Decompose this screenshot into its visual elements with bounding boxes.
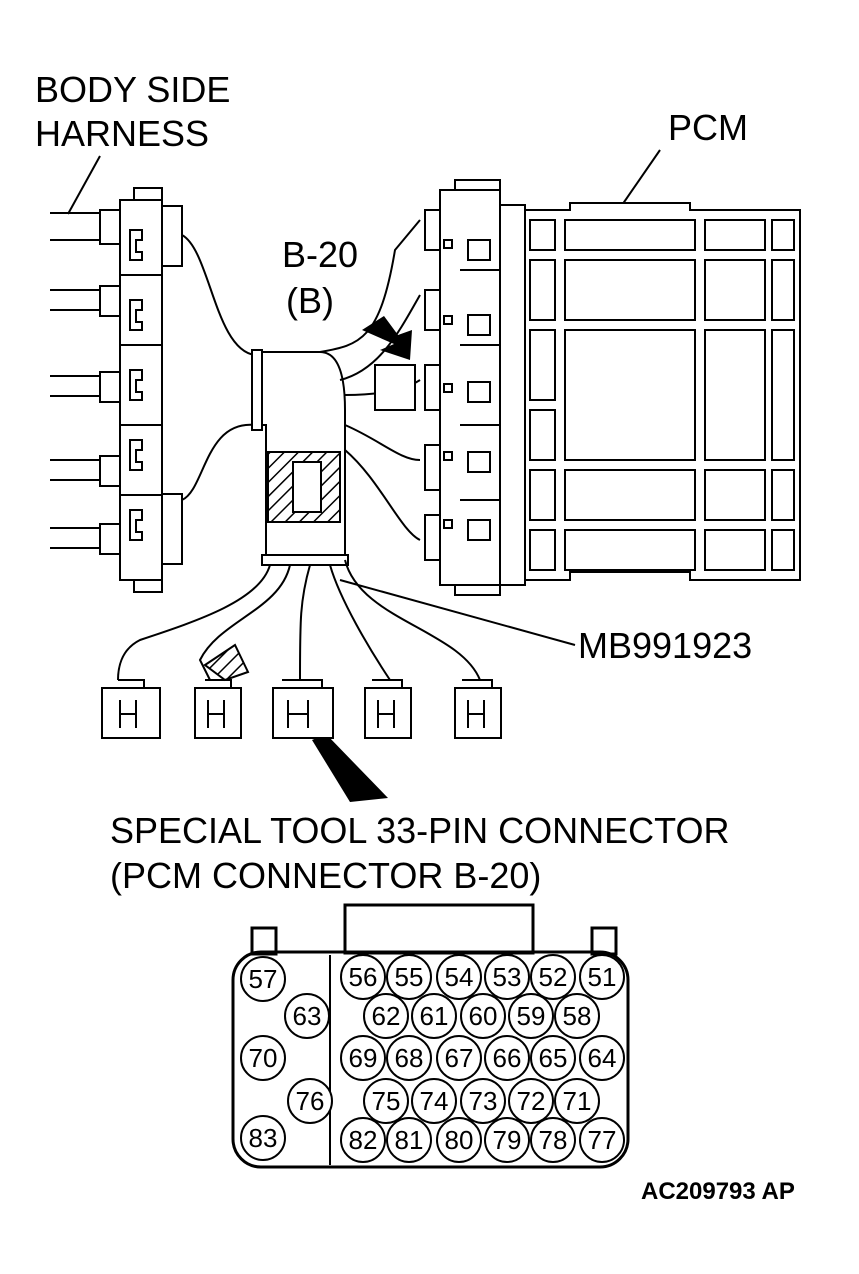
pin-81-label: 81 xyxy=(395,1125,424,1155)
pin-71-circle xyxy=(554,1078,600,1124)
tool-harness xyxy=(117,219,481,682)
pin-53-circle xyxy=(484,954,530,1000)
figure-code: AC209793 AP xyxy=(641,1178,795,1205)
pin-82-label: 82 xyxy=(349,1125,378,1155)
pin-69-label: 69 xyxy=(349,1043,378,1073)
pin-55-label: 55 xyxy=(395,962,424,992)
body-side-harness-label-line1: BODY SIDE xyxy=(35,69,230,110)
pin-67-circle xyxy=(436,1035,482,1081)
pin-54-label: 54 xyxy=(445,962,474,992)
pin-59-label: 59 xyxy=(517,1001,546,1031)
pin-59-circle xyxy=(508,993,554,1039)
pin-81-circle xyxy=(386,1117,432,1163)
pin-73-circle xyxy=(460,1078,506,1124)
pin-72-circle xyxy=(508,1078,554,1124)
pin-77-label: 77 xyxy=(588,1125,617,1155)
special-tool-caption-line2: (PCM CONNECTOR B-20) xyxy=(110,855,541,896)
pin-73-label: 73 xyxy=(469,1086,498,1116)
pin-66-label: 66 xyxy=(493,1043,522,1073)
pin-58-circle xyxy=(554,993,600,1039)
tool-connectors xyxy=(101,679,502,739)
pin-61-circle xyxy=(411,993,457,1039)
harness-leader-line xyxy=(67,155,101,215)
pin-52-label: 52 xyxy=(539,962,568,992)
pin-55-circle xyxy=(386,954,432,1000)
pin-62-label: 62 xyxy=(372,1001,401,1031)
pin-75-label: 75 xyxy=(372,1086,401,1116)
connector-side-label: (B) xyxy=(286,280,334,321)
pin-76-label: 76 xyxy=(296,1086,325,1116)
pin-64-circle xyxy=(579,1035,625,1081)
pin-79-circle xyxy=(484,1117,530,1163)
pin-60-label: 60 xyxy=(469,1001,498,1031)
pin-57-label: 57 xyxy=(249,964,278,994)
pin-60-circle xyxy=(460,993,506,1039)
tool-number-label: MB991923 xyxy=(578,625,752,666)
pin-78-label: 78 xyxy=(539,1125,568,1155)
pin-57-circle xyxy=(240,956,286,1002)
pin-67-label: 67 xyxy=(445,1043,474,1073)
pin-51-circle xyxy=(579,954,625,1000)
pin-70-label: 70 xyxy=(249,1043,278,1073)
pin-76-circle xyxy=(287,1078,333,1124)
pin-77-circle xyxy=(579,1117,625,1163)
tool-leader-line xyxy=(339,579,576,646)
pin-array: 56 55 54 53 52 51 62 61 60 59 58 69 68 67 66 65 64 75 74 73… xyxy=(240,954,625,1163)
pin-56-label: 56 xyxy=(349,962,378,992)
pin-53-label: 53 xyxy=(493,962,522,992)
pcm-leader-line xyxy=(619,149,661,209)
pin-74-label: 74 xyxy=(420,1086,449,1116)
pin-connector-face: 56 55 54 53 52 51 62 61 60 59 58 69 68 67 66 65 64 75 74 73… xyxy=(231,903,630,1169)
pin-68-label: 68 xyxy=(395,1043,424,1073)
pin-80-circle xyxy=(436,1117,482,1163)
pin-62-circle xyxy=(363,993,409,1039)
pin-79-label: 79 xyxy=(493,1125,522,1155)
pin-54-circle xyxy=(436,954,482,1000)
pin-66-circle xyxy=(484,1035,530,1081)
pin-58-label: 58 xyxy=(563,1001,592,1031)
pin-61-label: 61 xyxy=(420,1001,449,1031)
pin-75-circle xyxy=(363,1078,409,1124)
pin-68-circle xyxy=(386,1035,432,1081)
connector-id-label: B-20 xyxy=(282,234,358,275)
body-side-harness-label-line2: HARNESS xyxy=(35,113,209,154)
pin-71-label: 71 xyxy=(563,1086,592,1116)
pin-83-circle xyxy=(240,1115,286,1161)
special-tool-caption-line1: SPECIAL TOOL 33-PIN CONNECTOR xyxy=(110,810,730,851)
body-side-harness xyxy=(50,187,183,593)
pin-65-label: 65 xyxy=(539,1043,568,1073)
pcm-unit xyxy=(424,179,801,596)
pcm-label: PCM xyxy=(668,107,748,148)
pin-83-label: 83 xyxy=(249,1123,278,1153)
pin-72-label: 72 xyxy=(517,1086,546,1116)
pin-80-label: 80 xyxy=(445,1125,474,1155)
pin-65-circle xyxy=(530,1035,576,1081)
pin-56-circle xyxy=(340,954,386,1000)
pin-82-circle xyxy=(340,1117,386,1163)
pin-64-label: 64 xyxy=(588,1043,617,1073)
pin-69-circle xyxy=(340,1035,386,1081)
pin-63-label: 63 xyxy=(293,1001,322,1031)
pin-70-circle xyxy=(240,1035,286,1081)
pin-63-circle xyxy=(284,993,330,1039)
b20-arrow xyxy=(362,316,412,360)
pin-78-circle xyxy=(530,1117,576,1163)
caption-arrow xyxy=(312,734,388,802)
pin-52-circle xyxy=(530,954,576,1000)
pin-74-circle xyxy=(411,1078,457,1124)
pin-51-label: 51 xyxy=(588,962,617,992)
